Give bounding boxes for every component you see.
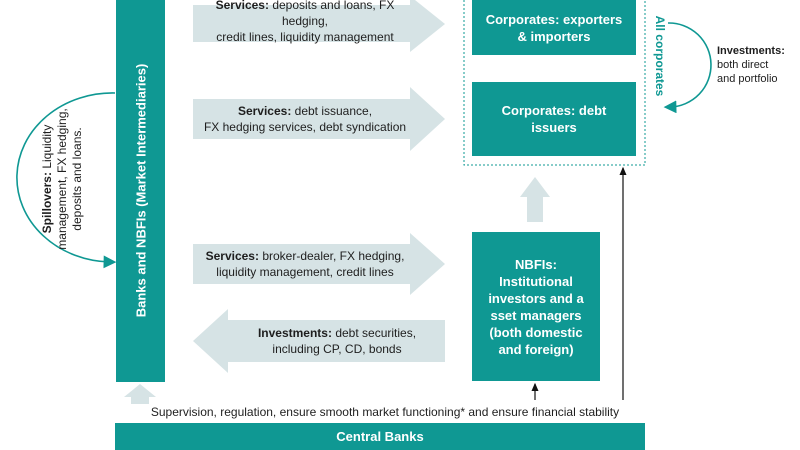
arrow-2-line-2: FX hedging services, debt syndication [203, 120, 407, 134]
arrow-1-line-1: deposits and loans, FX hedging, [272, 0, 395, 28]
spillovers-title: Spillovers: [40, 172, 54, 234]
all-corporates-group [463, 0, 646, 166]
arrow-3-title: Services: [205, 249, 259, 263]
arrow-4-line-1: debt securities, [335, 326, 417, 340]
investments-note: Investments: both direct and portfolio [717, 44, 800, 86]
nbfis-line-1: NBFIs: [515, 256, 557, 272]
all-corporates-label: All corporates [653, 15, 667, 97]
central-banks-bar: Central Banks [115, 423, 645, 450]
service-arrow-2 [193, 87, 445, 151]
exporters-line-1: Corporates: exporters [485, 11, 623, 27]
arrow-3-line-1: broker-dealer, FX hedging, [262, 249, 405, 263]
investments-note-line-2: and portfolio [717, 73, 778, 85]
banks-nbfis-label: Banks and NBFIs (Market Intermediaries) [133, 63, 149, 318]
exporters-line-2: & importers [517, 28, 591, 44]
arrow-1-line-2: credit lines, liquidity management [216, 30, 394, 44]
service-arrow-2-text: Services: debt issuance, FX hedging servi… [200, 99, 410, 139]
service-arrow-3 [193, 233, 445, 295]
service-arrow-1 [193, 0, 445, 52]
nbfis-line-6: and foreign) [498, 341, 574, 357]
arrow-4-line-2: including CP, CD, bonds [272, 342, 402, 356]
nbfi-up-arrow [520, 177, 550, 222]
debt-issuers-line-1: Corporates: debt [501, 103, 607, 118]
investments-loop-arrow [663, 22, 712, 114]
corporates-exporters-box: Corporates: exporters& importers [472, 0, 636, 55]
spillovers-text: Spillovers: Liquidity management, FX hed… [40, 104, 90, 254]
spillovers-line-3: deposits and loans. [70, 127, 84, 231]
spillovers-loop-arrow [16, 92, 117, 269]
investments-note-line-1: both direct [717, 59, 769, 71]
supervision-text: Supervision, regulation, ensure smooth m… [150, 405, 620, 419]
nbfis-line-2: Institutional [499, 273, 573, 289]
arrow-1-title: Services: [215, 0, 269, 12]
service-arrow-3-text: Services: broker-dealer, FX hedging, liqu… [200, 244, 410, 284]
nbfis-line-5: (both domestic [489, 324, 583, 340]
banks-nbfis-bar: Banks and NBFIs (Market Intermediaries) [116, 0, 165, 382]
central-banks-label: Central Banks [336, 429, 424, 444]
arrow-3-line-2: liquidity management, credit lines [216, 265, 394, 279]
arrow-4-title: Investments: [257, 326, 332, 340]
arrow-2-title: Services: [237, 104, 292, 118]
spillovers-line-1: Liquidity [40, 124, 54, 169]
service-arrow-1-text: Services: deposits and loans, FX hedging… [200, 0, 410, 44]
nbfis-box: NBFIs: Institutional investors and a sse… [472, 232, 600, 381]
nbfis-line-3: investors and a [488, 290, 584, 306]
spillovers-line-2: management, FX hedging, [55, 108, 69, 250]
investments-note-title: Investments: [717, 45, 785, 57]
debt-issuers-line-2: issuers [531, 120, 577, 135]
investments-arrow-text: Investments: debt securities, including C… [232, 320, 442, 362]
arrow-2-line-1: debt issuance, [294, 104, 373, 118]
investments-arrow [193, 309, 445, 373]
nbfis-line-4: sset managers [490, 307, 582, 323]
corporates-debt-issuers-box: Corporates: debt issuers [472, 82, 636, 156]
banks-up-arrow [124, 384, 156, 404]
